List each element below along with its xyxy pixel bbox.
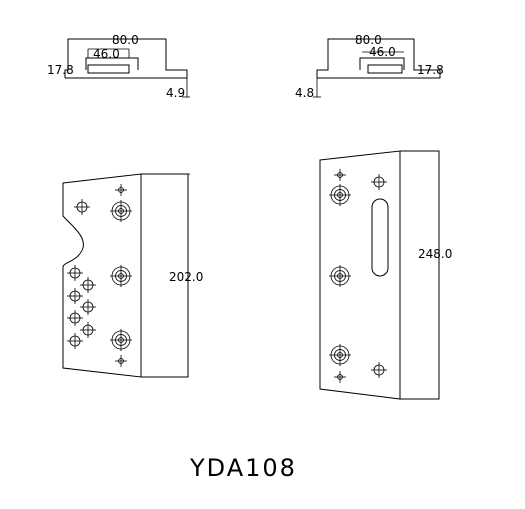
top-right-dim-height: 17.8 — [417, 63, 444, 77]
top-right-dim-thickness: 4.8 — [295, 86, 314, 100]
drawing-title: YDA108 — [189, 454, 297, 482]
top-left-dim-thickness: 4.9 — [166, 86, 185, 100]
top-right-dim-slot: 46.0 — [369, 45, 396, 59]
front-left-dim-length: 202.0 — [169, 270, 203, 284]
top-left-dim-overall: 80.0 — [112, 33, 139, 47]
front-right-view: 248.0 — [319, 150, 452, 400]
top-left-dim-slot: 46.0 — [93, 47, 120, 61]
top-left-dim-height: 17.8 — [47, 63, 74, 77]
top-right-dim-overall: 80.0 — [355, 33, 382, 47]
front-left-view: 202.0 — [62, 173, 203, 378]
top-right-section-view: 80.0 46.0 17.8 4.8 — [295, 33, 444, 100]
front-right-dim-length: 248.0 — [418, 247, 452, 261]
top-left-section-view: 80.0 46.0 17.8 4.9 — [47, 33, 190, 100]
